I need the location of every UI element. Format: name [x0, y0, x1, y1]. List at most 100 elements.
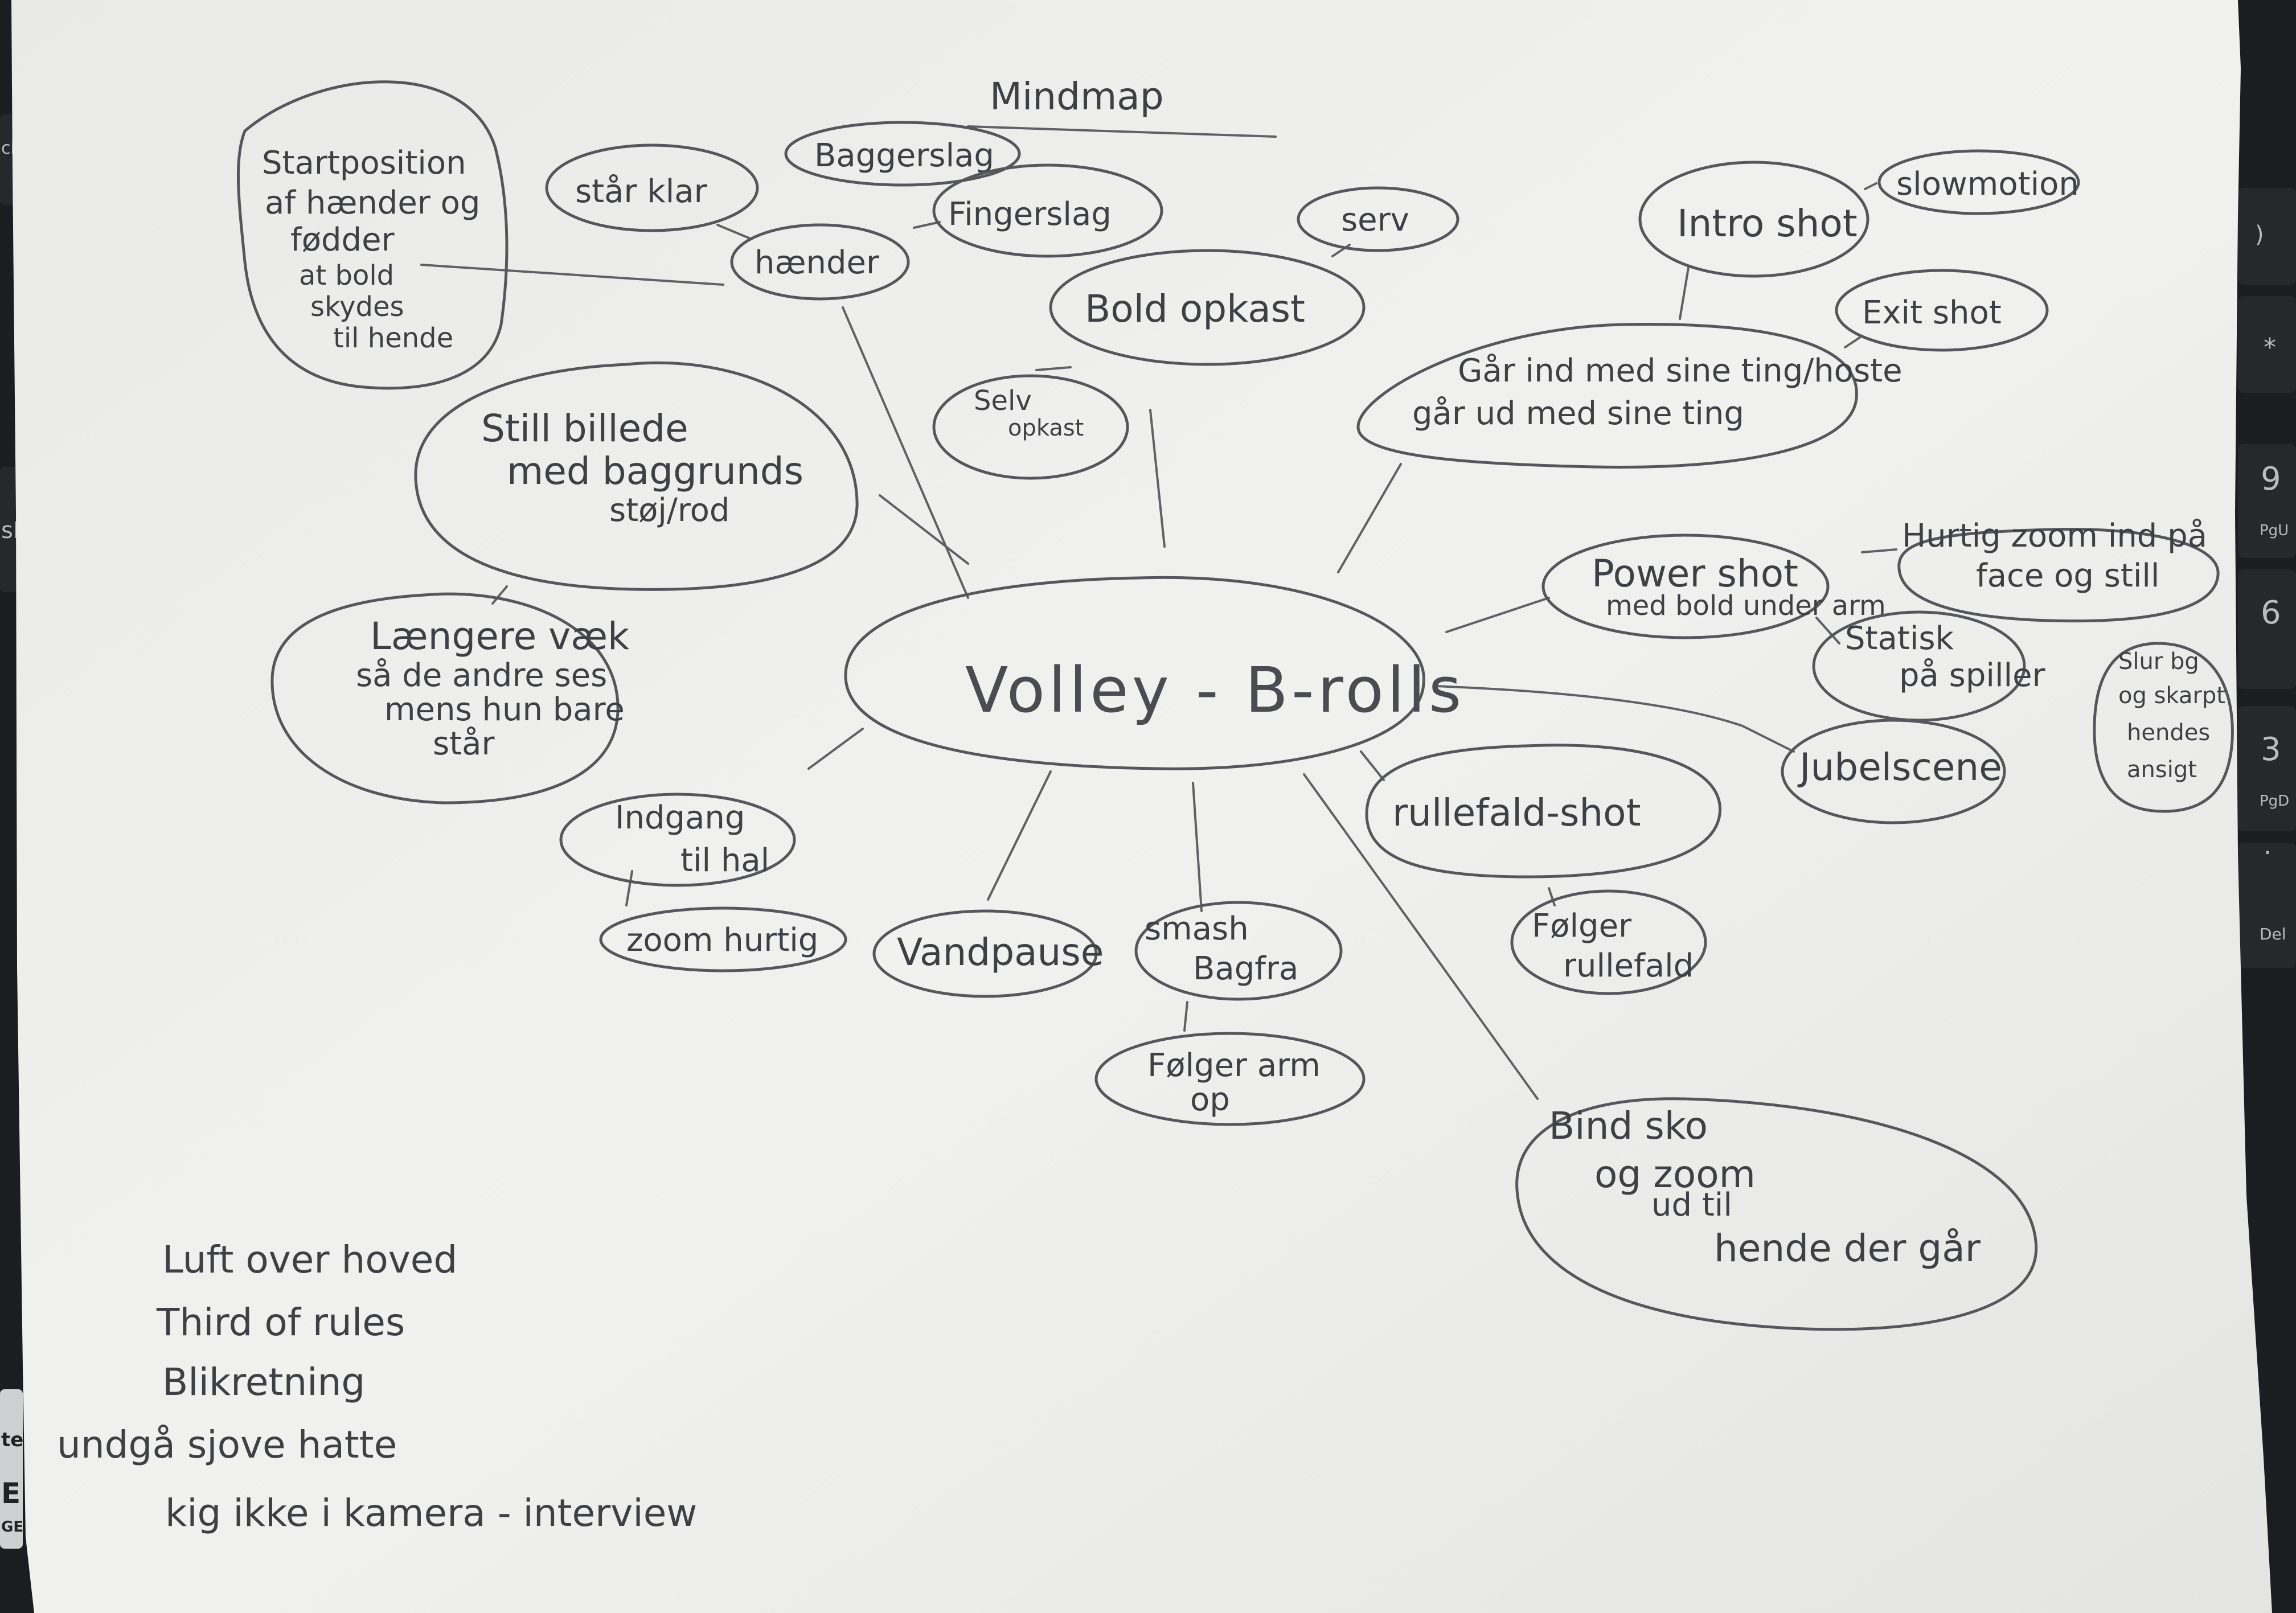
laengere-vaek-line-1: Længere væk — [370, 614, 630, 658]
key-3: 3 — [2261, 731, 2281, 768]
note-2: Third of rules — [156, 1300, 405, 1344]
intro-shot-label: Intro shot — [1677, 202, 1858, 245]
key-fragment-te: te — [1, 1429, 23, 1451]
fingerslag-label: Fingerslag — [948, 196, 1112, 233]
indgang-line-2: til hal — [680, 842, 769, 879]
node-serv: serv — [1297, 186, 1459, 252]
zoom-hurtig-label: zoom hurtig — [626, 922, 818, 959]
selv-opkast-line-2: opkast — [1008, 415, 1084, 441]
slowmotion-label: slowmotion — [1896, 166, 2079, 203]
node-foelger-arm: Følger arm op — [1094, 1032, 1366, 1126]
node-selv-opkast: Selv opkast — [932, 374, 1129, 480]
hurtig-zoom-line-1: Hurtig zoom ind på — [1902, 518, 2207, 555]
bind-sko-line-3: ud til — [1651, 1187, 1732, 1224]
foelger-rullefald-line-1: Følger — [1532, 908, 1632, 945]
rullefald-shot-label: rullefald-shot — [1392, 791, 1641, 835]
serv-label: serv — [1341, 202, 1409, 239]
foelger-arm-line-1: Følger arm — [1147, 1047, 1321, 1084]
laengere-vaek-line-3: mens hun bare — [384, 691, 625, 728]
key-9: 9 — [2261, 461, 2281, 498]
node-intro-shot: Intro shot — [1638, 161, 1869, 278]
gaar-ind-line-2: går ud med sine ting — [1412, 395, 1744, 432]
foelger-arm-line-2: op — [1190, 1081, 1230, 1118]
key-fragment-e: E — [1, 1477, 20, 1510]
bind-sko-line-4: hende der går — [1714, 1226, 1981, 1270]
bind-sko-line-2: og zoom — [1594, 1152, 1756, 1196]
startposition-line-3: fødder — [290, 221, 395, 258]
startposition-line-5: skydes — [310, 291, 404, 323]
center-node: Volley - B-rolls — [844, 576, 1465, 770]
hurtig-zoom-line-2: face og still — [1976, 557, 2160, 594]
slur-bg-line-4: ansigt — [2127, 757, 2197, 783]
staar-klar-label: står klar — [575, 173, 708, 210]
node-statisk: Statisk på spiller — [1812, 610, 2046, 722]
node-power-shot: Power shot med bold under arm — [1541, 533, 1886, 639]
node-smash: smash Bagfra — [1134, 901, 1343, 1001]
node-startposition: Startposition af hænder og fødder at bol… — [236, 80, 509, 390]
key-pgdn: PgD — [2260, 793, 2289, 810]
mindmap-title: Mindmap — [990, 75, 1164, 118]
startposition-line-1: Startposition — [262, 145, 466, 182]
node-exit-shot: Exit shot — [1835, 269, 2049, 352]
startposition-line-4: at bold — [299, 260, 394, 292]
startposition-line-2: af hænder og — [265, 184, 480, 221]
indgang-line-1: Indgang — [615, 799, 745, 836]
node-gaar-ind: Går ind med sine ting/hoste går ud med s… — [1356, 323, 1903, 469]
node-vandpause: Vandpause — [872, 909, 1104, 998]
key-6: 6 — [2261, 594, 2281, 631]
notes-list: Luft over hoved Third of rules Blikretni… — [57, 1238, 697, 1535]
slur-bg-line-2: og skarpt — [2118, 683, 2225, 709]
key-asterisk: * — [2264, 333, 2276, 362]
statisk-line-2: på spiller — [1899, 657, 2046, 694]
node-staar-klar: står klar — [545, 143, 759, 232]
still-billede-line-3: støj/rod — [609, 492, 729, 529]
title-underline — [967, 125, 1277, 138]
power-shot-line-1: Power shot — [1592, 552, 1798, 596]
key-paren: ) — [2255, 221, 2264, 248]
node-slur-bg: Slur bg og skarpt hendes ansigt — [2093, 642, 2234, 813]
node-slowmotion: slowmotion — [1877, 149, 2080, 215]
power-shot-line-2: med bold under arm — [1606, 590, 1886, 622]
laengere-vaek-line-4: står — [433, 725, 495, 762]
key-period: . — [2264, 831, 2272, 860]
note-4: undgå sjove hatte — [57, 1423, 397, 1467]
slur-bg-line-3: hendes — [2127, 720, 2210, 746]
key-fragment-ge: GE — [1, 1518, 23, 1536]
center-label: Volley - B-rolls — [965, 654, 1465, 727]
node-fingerslag: Fingerslag — [932, 163, 1163, 258]
smash-line-1: smash — [1145, 910, 1249, 947]
bind-sko-line-1: Bind sko — [1549, 1104, 1708, 1148]
slur-bg-line-1: Slur bg — [2118, 649, 2199, 675]
haender-label: hænder — [755, 244, 880, 281]
gaar-ind-line-1: Går ind med sine ting/hoste — [1458, 352, 1903, 389]
node-bind-sko: Bind sko og zoom ud til hende der går — [1515, 1097, 2038, 1331]
selv-opkast-line-1: Selv — [974, 385, 1032, 417]
node-rullefald-shot: rullefald-shot — [1365, 744, 1721, 879]
paper-sheet — [11, 0, 2272, 1613]
note-1: Luft over hoved — [162, 1238, 457, 1282]
node-laengere-vaek: Længere væk så de andre ses mens hun bar… — [270, 592, 630, 805]
node-haender: hænder — [730, 223, 910, 301]
still-billede-line-1: Still billede — [481, 407, 688, 450]
key-del: Del — [2260, 925, 2286, 943]
node-zoom-hurtig: zoom hurtig — [599, 906, 847, 972]
laengere-vaek-line-2: så de andre ses — [356, 657, 607, 694]
still-billede-line-2: med baggrunds — [507, 449, 803, 493]
baggerslag-label: Baggerslag — [814, 137, 994, 174]
bold-opkast-label: Bold opkast — [1085, 287, 1305, 331]
node-foelger-rullefald: Følger rullefald — [1510, 889, 1707, 995]
key-pgup: PgU — [2260, 522, 2289, 539]
node-indgang: Indgang til hal — [559, 793, 796, 887]
connector-lines — [420, 182, 1897, 1100]
jubelscene-label: Jubelscene — [1797, 745, 2002, 789]
node-bold-opkast: Bold opkast — [1049, 249, 1366, 366]
node-baggerslag: Baggerslag — [784, 121, 1021, 187]
statisk-line-1: Statisk — [1845, 620, 1954, 657]
exit-shot-label: Exit shot — [1862, 294, 2002, 331]
node-hurtig-zoom: Hurtig zoom ind på face og still — [1897, 518, 2220, 623]
smash-line-2: Bagfra — [1193, 950, 1298, 987]
foelger-rullefald-line-2: rullefald — [1563, 947, 1694, 984]
note-3: Blikretning — [162, 1360, 365, 1404]
note-5: kig ikke i kamera - interview — [165, 1491, 697, 1535]
